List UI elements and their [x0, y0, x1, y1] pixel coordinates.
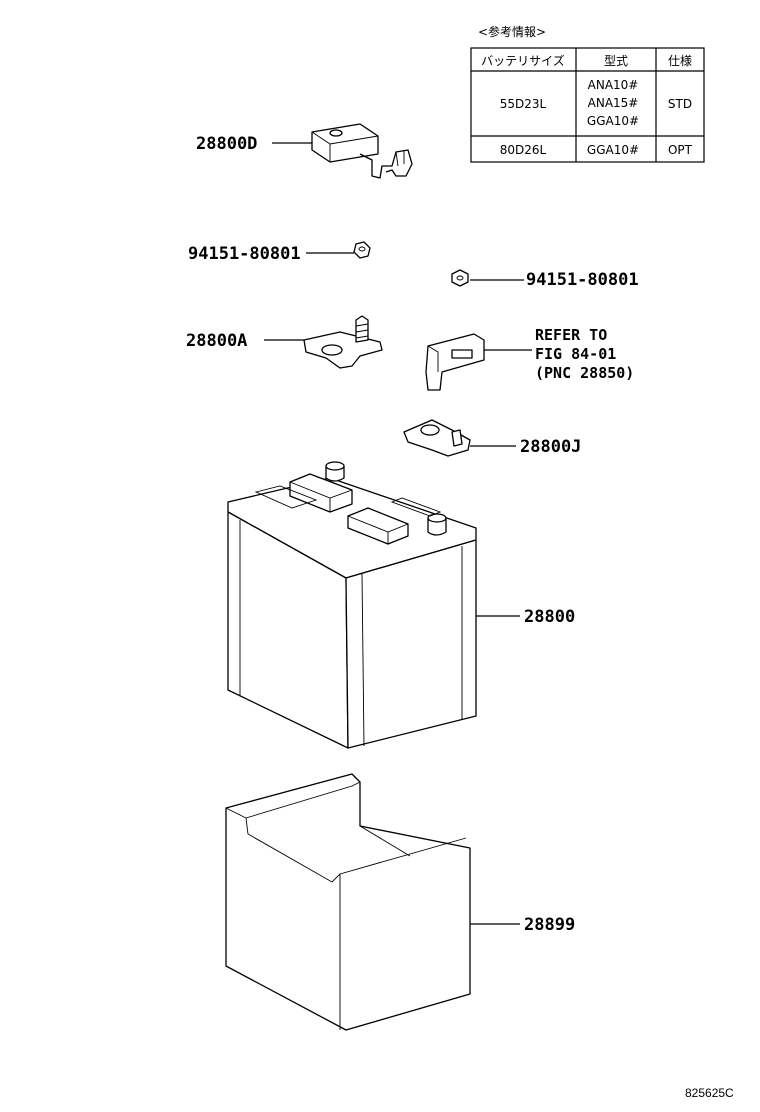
diagram-id: 825625C — [685, 1086, 734, 1100]
callout-28899: 28899 — [524, 915, 575, 935]
terminal-cover-part — [311, 123, 413, 179]
row1-model-3: GGA10# — [587, 114, 639, 128]
callout-28800: 28800 — [524, 607, 575, 627]
row1-spec: STD — [668, 97, 692, 111]
callout-nut-left: 94151-80801 — [188, 244, 301, 264]
row1-model-2: ANA15# — [588, 96, 639, 110]
header-spec: 仕様 — [668, 54, 692, 68]
terminal-j-part — [403, 419, 471, 457]
callout-28800j: 28800J — [520, 437, 581, 457]
refer-line-2: FIG 84-01 — [535, 345, 616, 363]
callout-28800a: 28800A — [186, 331, 247, 351]
header-battery-size: バッテリサイズ — [481, 53, 565, 68]
header-model: 型式 — [604, 54, 628, 68]
refer-part — [425, 333, 485, 391]
reference-info-title: <参考情報> — [478, 24, 546, 39]
row1-model-1: ANA10# — [588, 78, 639, 92]
row2-spec: OPT — [668, 143, 693, 157]
callout-28800d: 28800D — [196, 134, 257, 154]
row2-model-1: GGA10# — [587, 143, 639, 157]
battery-part — [227, 461, 477, 749]
battery-tray-part — [225, 773, 471, 1031]
reference-info-table: <参考情報> バッテリサイズ 型式 仕様 55D23L ANA10# ANA15… — [470, 24, 705, 163]
refer-line-1: REFER TO — [535, 326, 607, 344]
nut-left-part — [353, 241, 371, 259]
row1-size: 55D23L — [500, 97, 547, 111]
refer-line-3: (PNC 28850) — [535, 364, 634, 382]
callout-nut-right: 94151-80801 — [526, 270, 639, 290]
row2-size: 80D26L — [500, 143, 547, 157]
nut-right-part — [451, 269, 469, 287]
terminal-a-part — [303, 315, 383, 369]
